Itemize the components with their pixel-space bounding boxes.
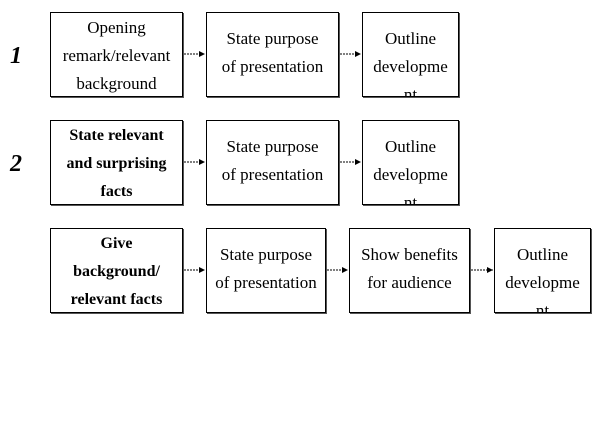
row-2-box-3-text: Outline developme nt xyxy=(373,137,448,205)
row-3-box-outline: Outline developme nt xyxy=(494,228,591,313)
row-2-number: 2 xyxy=(10,151,22,177)
row-3-box-2-text: State purpose of presentation xyxy=(215,245,317,292)
row-1-box-opening-remark: Opening remark/relevant background xyxy=(50,12,183,97)
row-2-box-state-purpose: State purpose of presentation xyxy=(206,120,339,205)
row-3-box-3-text: Show benefits for audience xyxy=(361,245,458,292)
row-3-box-show-benefits: Show benefits for audience xyxy=(349,228,470,313)
row-2-box-outline: Outline developme nt xyxy=(362,120,459,205)
row-1-box-1-text: Opening remark/relevant background xyxy=(62,18,171,93)
row-3-box-state-purpose: State purpose of presentation xyxy=(206,228,326,313)
row-1-box-state-purpose: State purpose of presentation xyxy=(206,12,339,97)
row-2-box-1-text: State relevant and surprising facts xyxy=(66,127,167,200)
row-3-box-1-text: Give background/ relevant facts xyxy=(70,235,163,308)
row-3-box-4-text: Outline developme nt xyxy=(505,245,580,313)
row-1-box-3-text: Outline developme nt xyxy=(373,29,448,97)
row-1-number: 1 xyxy=(10,43,22,69)
row-2-box-2-text: State purpose of presentation xyxy=(221,137,324,184)
row-2-box-relevant-facts: State relevant and surprising facts xyxy=(50,120,183,205)
row-1-box-2-text: State purpose of presentation xyxy=(221,29,324,76)
row-3-box-background-facts: Give background/ relevant facts xyxy=(50,228,183,313)
row-1-box-outline: Outline developme nt xyxy=(362,12,459,97)
